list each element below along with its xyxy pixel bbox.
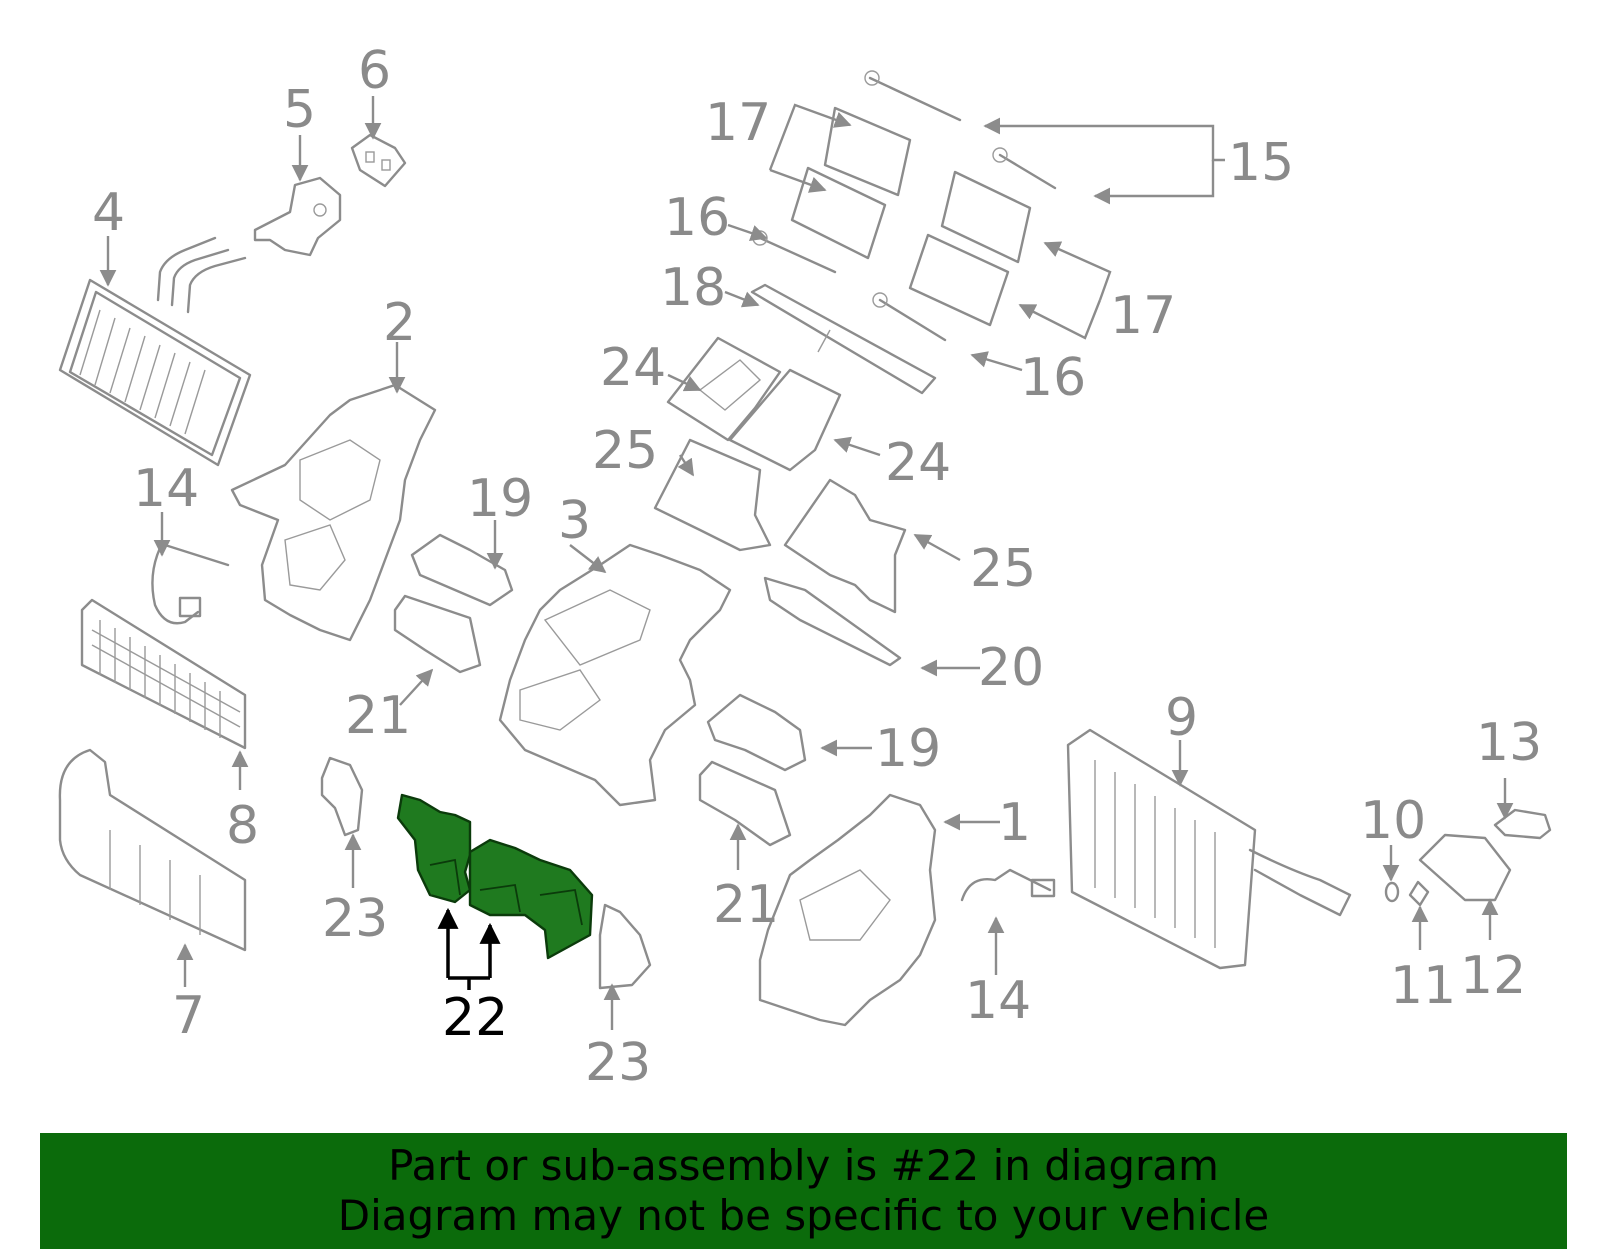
- callout-17-upper: 17: [705, 93, 771, 153]
- part-bolts-15-16: [752, 70, 1057, 342]
- part-evap-7: [58, 748, 247, 952]
- callout-5: 5: [283, 80, 316, 140]
- callout-15: 15: [1228, 133, 1294, 193]
- callout-21-lower: 21: [713, 875, 779, 935]
- callout-8: 8: [226, 796, 259, 856]
- callout-14-right: 14: [965, 971, 1031, 1031]
- part-bracket-5: [253, 176, 342, 257]
- part-23-left: [320, 756, 364, 837]
- callout-1: 1: [998, 793, 1031, 853]
- part-21-lower: [698, 760, 792, 847]
- info-banner: Part or sub-assembly is #22 in diagram D…: [40, 1133, 1567, 1249]
- callout-24-right: 24: [885, 433, 951, 493]
- part-20: [763, 576, 902, 667]
- callout-13: 13: [1476, 713, 1542, 773]
- callout-25-left: 25: [592, 421, 658, 481]
- callout-3: 3: [558, 491, 591, 551]
- part-case-3: [498, 543, 732, 807]
- part-small-10-13: [1384, 808, 1552, 907]
- callout-25-right: 25: [970, 539, 1036, 599]
- callout-16-lower: 16: [1020, 348, 1086, 408]
- part-23-right: [598, 903, 652, 990]
- callout-20: 20: [978, 638, 1044, 698]
- callout-24-left: 24: [600, 338, 666, 398]
- part-21-upper: [393, 594, 482, 674]
- callout-7: 7: [172, 986, 205, 1046]
- part-case-2: [230, 383, 437, 642]
- callout-18: 18: [660, 258, 726, 318]
- callout-22: 22: [442, 988, 508, 1048]
- callout-4: 4: [92, 183, 125, 243]
- callout-9: 9: [1165, 688, 1198, 748]
- part-evaporator-9: [1066, 728, 1352, 970]
- callout-12: 12: [1460, 946, 1526, 1006]
- part-24: [666, 336, 842, 472]
- part-19-lower: [706, 693, 807, 772]
- banner-line-part: Part or sub-assembly is #22 in diagram: [388, 1141, 1219, 1190]
- callout-17-lower: 17: [1110, 286, 1176, 346]
- part-heater-core: [58, 236, 252, 467]
- part-25: [653, 438, 907, 614]
- callout-23-right: 23: [585, 1033, 651, 1093]
- leader-lines: [99, 96, 1514, 1030]
- callout-23-left: 23: [322, 889, 388, 949]
- callout-21-upper: 21: [345, 686, 411, 746]
- part-18: [750, 283, 937, 395]
- callout-16-upper: 16: [664, 188, 730, 248]
- callout-10: 10: [1360, 791, 1426, 851]
- part-clip-6: [350, 133, 407, 188]
- callout-19-upper: 19: [467, 469, 533, 529]
- callout-2: 2: [383, 293, 416, 353]
- callout-19-lower: 19: [875, 719, 941, 779]
- parts-diagram: 5 6 4 2 14 19 3 21 8 7 23 22 23 21 19 1 …: [58, 41, 1552, 1093]
- callout-14-left: 14: [133, 459, 199, 519]
- part-filters-17: [790, 106, 1032, 327]
- banner-line-disclaimer: Diagram may not be specific to your vehi…: [337, 1191, 1270, 1240]
- callout-11: 11: [1390, 956, 1456, 1016]
- part-duct-22-highlighted: [396, 793, 594, 960]
- callout-6: 6: [358, 41, 391, 101]
- part-case-1: [758, 793, 937, 1027]
- part-19-upper: [410, 533, 514, 607]
- part-sensor-14-right: [960, 868, 1056, 902]
- callout-labels: 5 6 4 2 14 19 3 21 8 7 23 22 23 21 19 1 …: [92, 41, 1542, 1093]
- part-filter-8: [80, 598, 247, 750]
- part-sensor-14-left: [151, 543, 230, 625]
